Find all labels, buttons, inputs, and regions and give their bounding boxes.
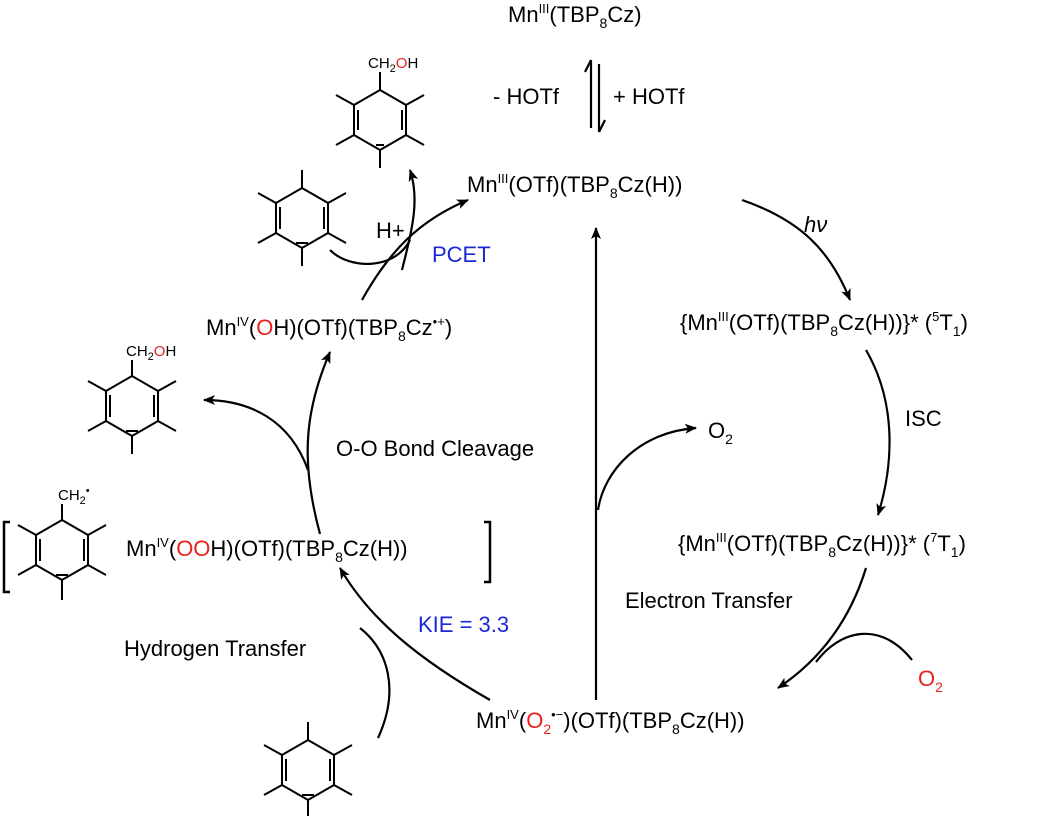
species-septet-excited: {MnIII(OTf)(TBP8Cz(H))}* (7T1) (678, 530, 966, 560)
hexamethylbenzene-ht (263, 722, 353, 816)
label-minus-hotf: - HOTf (493, 84, 560, 109)
hotf-equilibrium-arrows (584, 59, 606, 133)
label-kie: KIE = 3.3 (418, 612, 509, 637)
pentamethylbenzyl-radical (17, 504, 107, 600)
ch2oh-top-label: CH2OH (368, 55, 418, 75)
label-electron-transfer: Electron Transfer (625, 588, 793, 613)
pentamethylbenzyl-alcohol-top (335, 72, 425, 168)
species-hydroxo-radical-cation: MnIV(OH)(OTf)(TBP8Cz•+) (206, 314, 452, 344)
hexamethylbenzene-pcet (257, 170, 347, 266)
species-mn-tbp8cz: MnIII(TBP8Cz) (508, 1, 642, 31)
label-o2-out: O2 (708, 418, 733, 447)
label-hydrogen-transfer: Hydrogen Transfer (124, 636, 306, 661)
species-superoxo: MnIV(O2•−)(OTf)(TBP8Cz(H)) (476, 707, 745, 737)
label-plus-hotf: + HOTf (613, 84, 685, 109)
pentamethylbenzyl-alcohol-mid (87, 360, 177, 454)
label-pcet: PCET (432, 242, 491, 267)
label-oo-bond-cleavage: O-O Bond Cleavage (336, 436, 534, 461)
label-isc: ISC (905, 406, 942, 431)
label-o2-in: O2 (918, 666, 943, 695)
ch2-radical-label: CH2• (58, 485, 90, 507)
label-h-plus: H+ (376, 218, 405, 243)
ch2oh-mid-label: CH2OH (126, 343, 176, 363)
species-mn-otf: MnIII(OTf)(TBP8Cz(H)) (467, 171, 682, 201)
species-quintet-excited: {MnIII(OTf)(TBP8Cz(H))}* (5T1) (680, 309, 968, 339)
radical-pair-brackets (2, 520, 492, 594)
label-hv: hν (804, 212, 827, 237)
species-hydroperoxo: MnIV(OOH)(OTf)(TBP8Cz(H)) (126, 535, 408, 565)
cycle-arrows (203, 169, 913, 739)
